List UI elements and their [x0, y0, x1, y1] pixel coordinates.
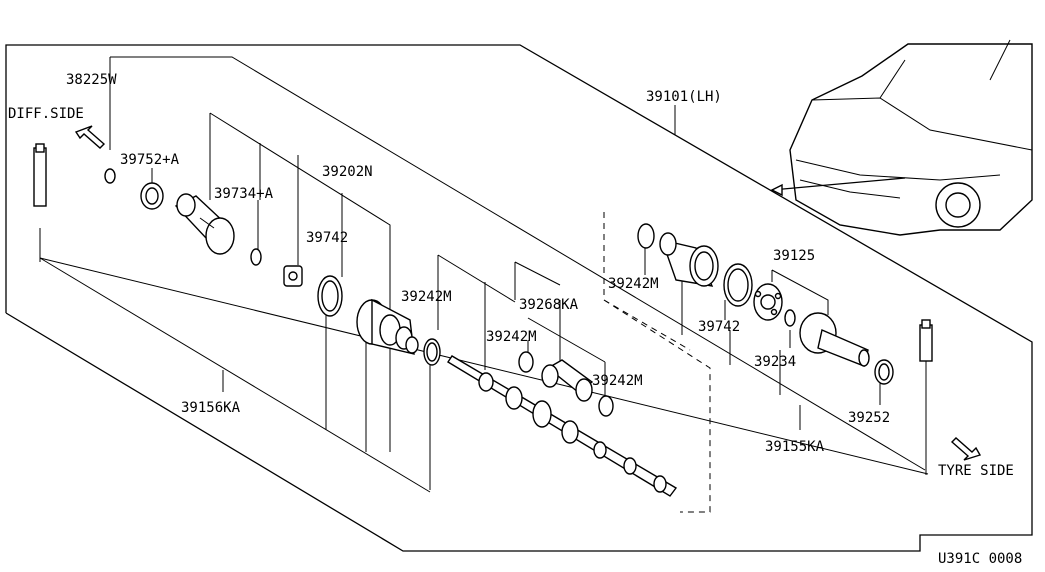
drive-shaft-icon [447, 355, 678, 497]
label-39252: 39252 [848, 410, 890, 426]
label-39742-inner: 39742 [306, 230, 348, 246]
label-39242m-b: 39242M [486, 329, 537, 345]
label-39202n: 39202N [322, 164, 373, 180]
label-39234: 39234 [754, 354, 796, 370]
snap-ring-39734-icon [250, 248, 262, 266]
outer-joint-icon [799, 312, 870, 367]
label-39156ka: 39156KA [181, 400, 241, 416]
label-39242m-a: 39242M [401, 289, 452, 305]
snap-ring-38225w-icon [104, 168, 116, 184]
boot-band-39742-outer-icon [723, 263, 753, 307]
assembly-frame [5, 44, 1033, 552]
label-39242m-c: 39242M [592, 373, 643, 389]
spider-assembly-icon [283, 265, 303, 287]
label-39742-outer: 39742 [698, 319, 740, 335]
label-39752a: 39752+A [120, 152, 180, 168]
label-39125: 39125 [773, 248, 815, 264]
diagram-code: U391C 0008 [938, 551, 1022, 567]
boot-band-39242m-b-icon [518, 351, 534, 373]
tyre-side-pin-icon [919, 319, 933, 362]
label-39268ka: 39268KA [519, 297, 579, 313]
leader-lines [39, 56, 927, 513]
snap-ring-39234-icon [784, 309, 796, 327]
boot-band-39742-icon [317, 275, 343, 317]
boot-band-39242m-a-icon [423, 338, 441, 366]
damper-39268ka-icon [541, 359, 594, 402]
label-39155ka: 39155KA [765, 439, 825, 455]
bearing-39125-icon [753, 283, 783, 321]
label-39242m-d: 39242M [608, 276, 659, 292]
diff-side-label: DIFF.SIDE [8, 106, 84, 122]
tyre-side-arrow [950, 437, 982, 461]
tyre-side-label: TYRE SIDE [938, 463, 1014, 479]
boot-band-39242m-c-icon [598, 395, 614, 417]
label-39101: 39101(LH) [646, 89, 722, 105]
diff-side-arrow [74, 125, 106, 149]
outer-boot-icon [659, 232, 719, 287]
oil-seal-39752-icon [140, 182, 164, 210]
seal-39252-icon [874, 359, 894, 385]
diff-side-pin-icon [33, 143, 47, 207]
inner-boot-icon [356, 298, 419, 355]
label-39734a: 39734+A [214, 186, 274, 202]
boot-band-39242m-d-icon [637, 223, 655, 249]
vehicle-sketch-icon [770, 39, 1033, 236]
inner-joint-housing-icon [174, 193, 235, 255]
label-38225w: 38225W [66, 72, 117, 88]
